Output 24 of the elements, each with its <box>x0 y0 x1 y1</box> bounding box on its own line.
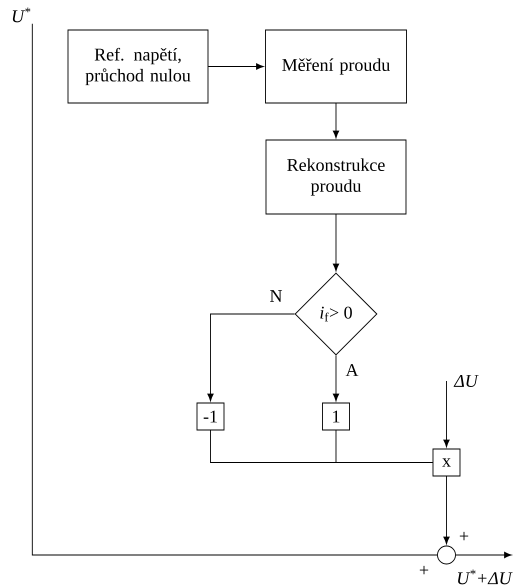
block-box: x <box>432 448 460 476</box>
arrow <box>332 214 340 272</box>
block-box: 1 <box>322 402 350 430</box>
signal-label: U$^{*}$+ΔU <box>458 570 513 584</box>
signal-label: U$^{*}$ <box>12 8 30 22</box>
summing-junction <box>437 546 456 564</box>
arrow <box>207 314 295 402</box>
edge-label: A <box>344 363 360 377</box>
sign-label: + <box>420 566 428 574</box>
arrow <box>443 380 450 448</box>
arrow <box>332 103 340 138</box>
edge-label: N <box>268 289 284 303</box>
arrow <box>443 476 450 544</box>
arrow <box>456 552 512 558</box>
sign-label: + <box>460 532 468 540</box>
connector-line <box>32 23 438 556</box>
process-box: Ref. napětí, průchod nulou <box>68 30 208 104</box>
arrow <box>208 63 264 70</box>
block-box: -1 <box>196 402 224 430</box>
process-box: Rekonstrukce proudu <box>266 140 406 214</box>
signal-label: ΔU <box>454 375 479 387</box>
process-box: Měření proudu <box>265 30 407 104</box>
arrow <box>332 355 340 402</box>
connector-line <box>336 430 433 463</box>
